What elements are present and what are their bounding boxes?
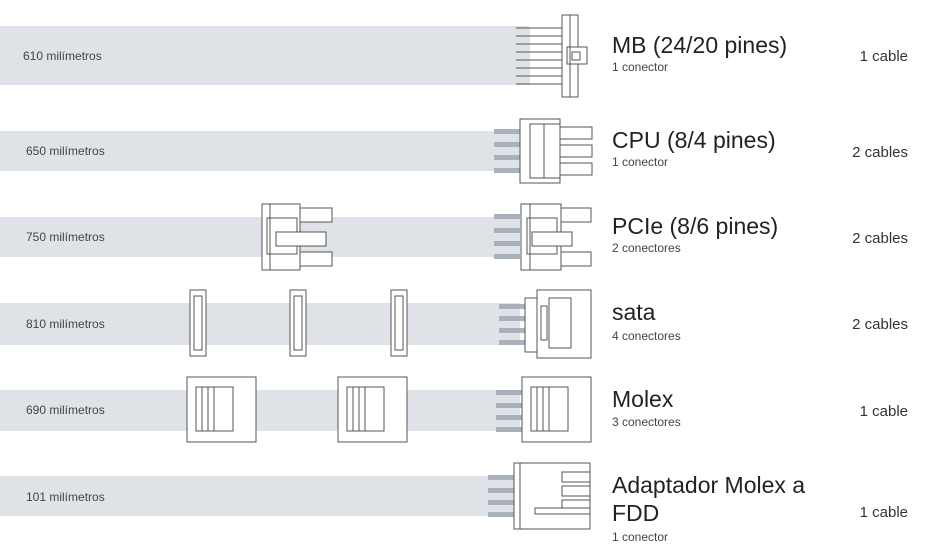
connector-count: 3 conectores: [612, 415, 681, 429]
cable-band: [0, 217, 520, 257]
cable-count: 1 cable: [859, 48, 908, 65]
connector-count: 4 conectores: [612, 329, 681, 343]
cable-length: 690 milímetros: [26, 403, 105, 417]
cable-count: 1 cable: [859, 403, 908, 420]
cable-length: 750 milímetros: [26, 230, 105, 244]
cable-title: Molex: [612, 386, 674, 412]
sata-connectors-icon: [189, 289, 592, 359]
cable-title: CPU (8/4 pines): [612, 127, 776, 153]
cable-band: [0, 476, 516, 516]
pcie-connectors-icon: [261, 203, 592, 271]
cpu-connector-icon: [494, 118, 593, 184]
molex-connectors-icon: [186, 376, 592, 443]
mb-connector-icon: [516, 14, 588, 98]
cable-row-pcie: 750 milímetros PCIe (8/6 pines) 2 conect…: [0, 190, 939, 280]
cable-count: 1 cable: [859, 504, 908, 521]
fdd-adapter-connector-icon: [488, 462, 591, 530]
cable-row-fdd-adapter: 101 milímetros Adaptador Molex a FDD 1 c…: [0, 460, 939, 558]
cable-band: [0, 131, 520, 171]
cable-length: 650 milímetros: [26, 144, 105, 158]
cable-band: [0, 303, 520, 345]
cable-band: [0, 26, 530, 85]
cable-title: PCIe (8/6 pines): [612, 213, 779, 239]
connector-count: 1 conector: [612, 155, 669, 169]
cable-row-sata: 810 milímetros sata 4 conectores 2 cable…: [0, 280, 939, 370]
connector-count: 1 conector: [612, 530, 669, 544]
cable-count: 2 cables: [852, 316, 908, 333]
cable-count: 2 cables: [852, 230, 908, 247]
cable-row-cpu: 650 milímetros CPU (8/4 pines) 1 conecto…: [0, 100, 939, 190]
connector-count: 1 conector: [612, 60, 669, 74]
cable-title: Adaptador Molex a FDD: [612, 472, 806, 526]
cable-length: 610 milímetros: [23, 49, 102, 63]
cable-count: 2 cables: [852, 144, 908, 161]
connector-count: 2 conectores: [612, 241, 681, 255]
cable-length: 810 milímetros: [26, 317, 105, 331]
cable-band: [0, 390, 520, 431]
cable-row-molex: 690 milímetros Molex 3 conectores 1 cabl…: [0, 370, 939, 460]
cable-title: sata: [612, 299, 656, 325]
cable-length: 101 milímetros: [26, 490, 105, 504]
cable-title: MB (24/20 pines): [612, 32, 788, 58]
cable-row-mb: 610 milímetros MB (24/20 pines) 1 conect…: [0, 0, 939, 100]
